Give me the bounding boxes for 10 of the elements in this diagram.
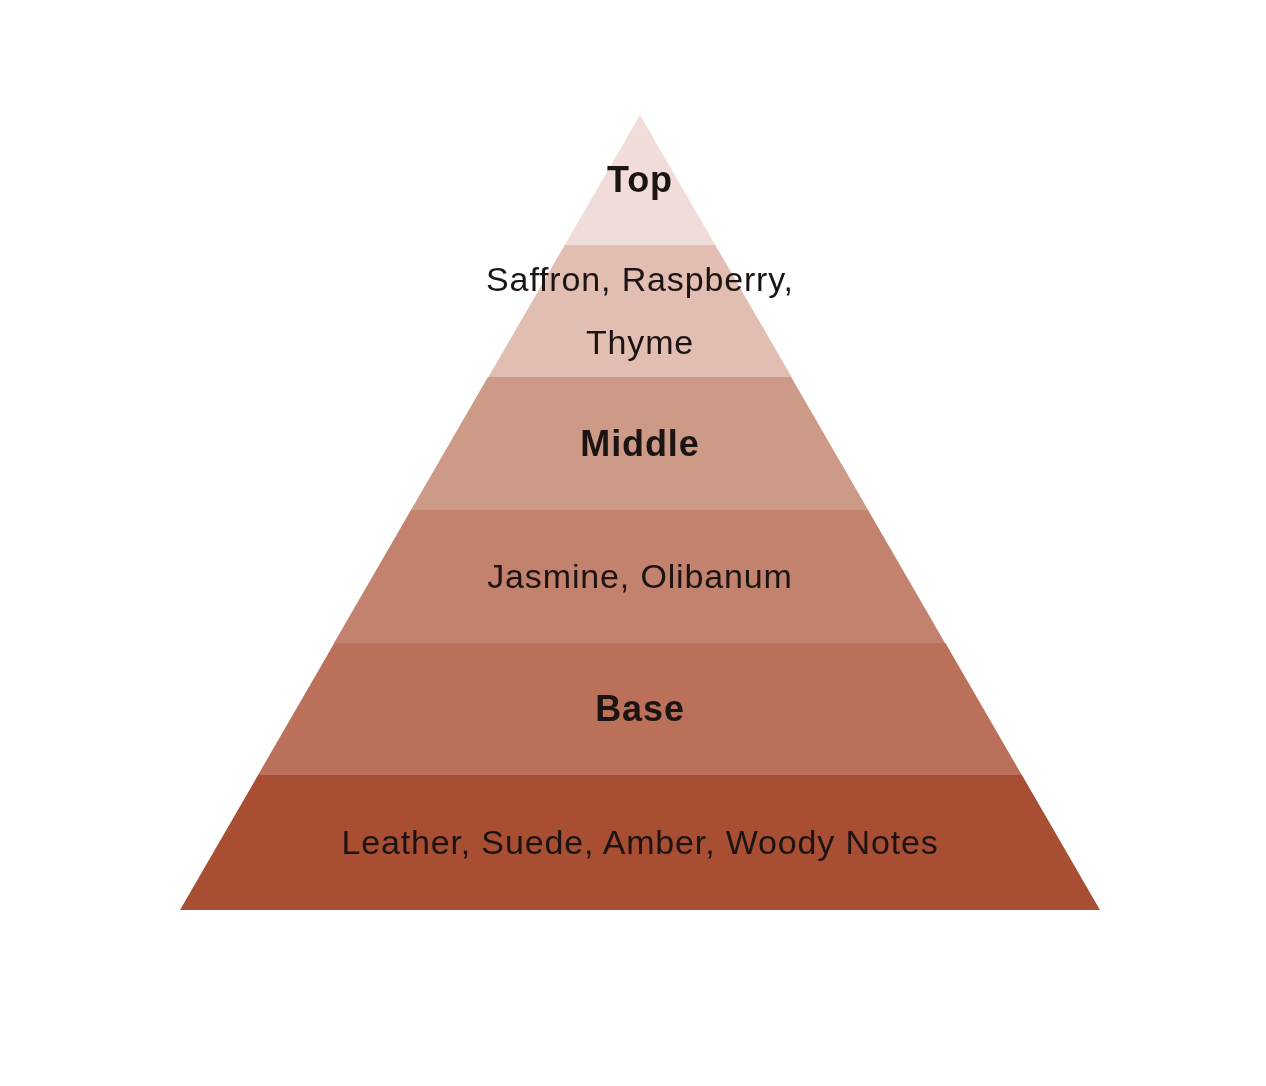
pyramid-tier bbox=[334, 510, 946, 643]
pyramid-tier bbox=[180, 775, 1100, 910]
tier-heading: Top bbox=[607, 158, 673, 202]
tier-heading: Middle bbox=[580, 421, 700, 466]
pyramid-tier bbox=[411, 377, 869, 510]
tier-notes: Jasmine, Olibanum bbox=[486, 556, 794, 597]
tier-notes: Leather, Suede, Amber, Woody Notes bbox=[340, 822, 940, 863]
tier-heading: Base bbox=[595, 687, 685, 731]
tier-notes: Saffron, Raspberry, Thyme bbox=[485, 259, 795, 363]
pyramid-tier bbox=[258, 643, 1022, 775]
